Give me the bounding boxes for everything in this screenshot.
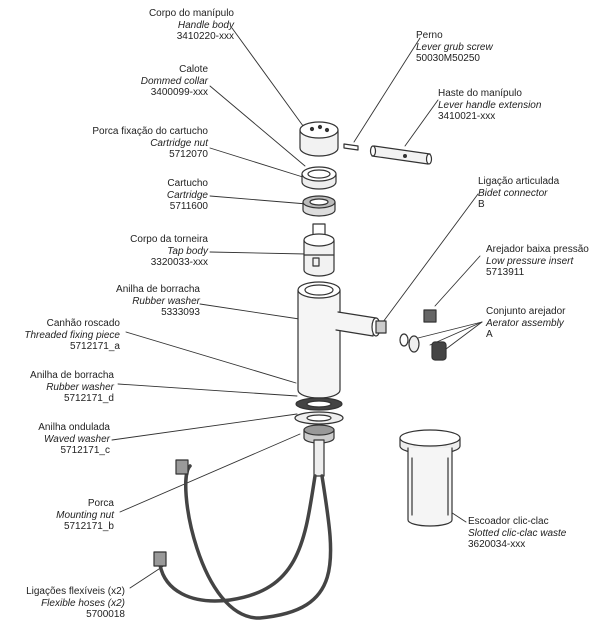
leader-lines (111, 27, 483, 589)
low-pressure-insert-part (423, 309, 437, 323)
flexible-hoses-part (158, 464, 333, 620)
tap-body-part (297, 281, 387, 399)
collar-part (301, 166, 337, 190)
clic-clac-waste-part (399, 429, 461, 527)
grub-screw-part (343, 143, 359, 151)
cartridge-nut-part (302, 195, 336, 217)
mounting-nut-part (303, 424, 335, 444)
label-flexible-hoses: Ligações flexíveis (x2)Flexible hoses (x… (26, 586, 125, 620)
cartridge-part (303, 223, 335, 277)
lever-extension-part (369, 145, 433, 165)
aerator-washer-part (399, 333, 409, 347)
threaded-piece-part (313, 439, 325, 477)
handle-body-part (299, 121, 339, 157)
